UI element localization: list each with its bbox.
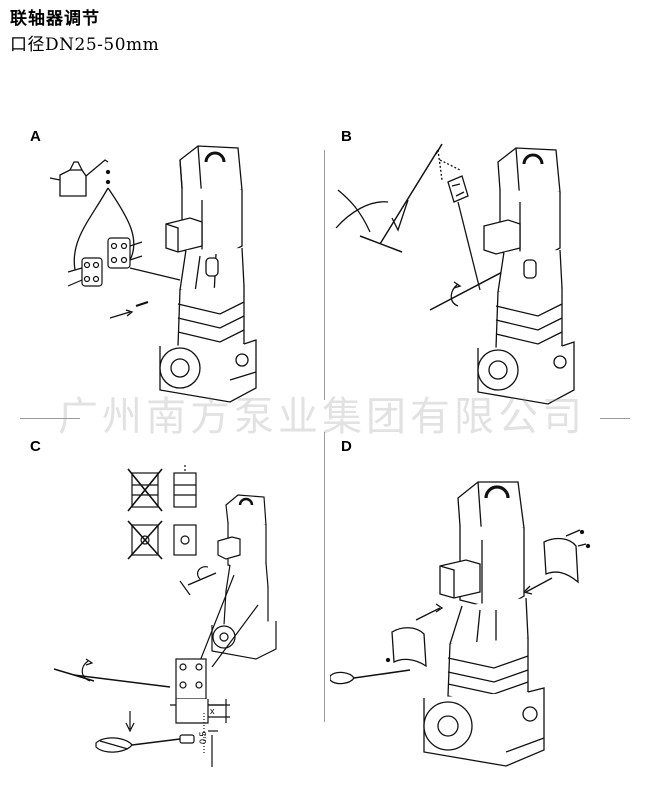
- pump-b-illustration: [477, 147, 575, 405]
- t-wrench-icon: [359, 143, 443, 253]
- pump-c-illustration: [211, 494, 277, 660]
- coupling-variant-right-2: [173, 524, 197, 556]
- coupling-half-top: [107, 237, 143, 269]
- panel-label-d: D: [341, 438, 352, 455]
- check-mark-icon: [391, 199, 409, 232]
- panel-label-a: A: [30, 128, 41, 145]
- coupling-detail: [447, 175, 469, 203]
- t-wrench-large-icon: [53, 668, 171, 688]
- watermark: 广州南方泵业集团有限公司: [58, 394, 586, 440]
- screwdriver-icon: [95, 734, 195, 753]
- divider-horizontal-right: [600, 418, 630, 419]
- panel-a-illustration: [30, 140, 320, 410]
- divider-horizontal-left: [20, 418, 80, 419]
- divider-vertical-bottom: [324, 432, 325, 722]
- dimension-x-label: x: [210, 706, 215, 716]
- coupling-closeup: [170, 658, 224, 724]
- panel-c-illustration: [40, 455, 325, 775]
- page-title: 联轴器调节: [10, 9, 100, 29]
- dimension-gap-label: 0.5: [198, 731, 208, 744]
- panel-d-illustration: [330, 470, 630, 770]
- page-subtitle: 口径DN25-50mm: [10, 35, 160, 55]
- coupling-half-bottom: [67, 257, 103, 287]
- coupling-variant-wrong-1: [127, 468, 163, 512]
- coupling-guard-right: [543, 529, 591, 584]
- divider-vertical-top: [324, 150, 325, 400]
- oil-can-icon: [49, 159, 111, 197]
- panel-label-b: B: [341, 128, 352, 145]
- coupling-variant-wrong-2: [127, 520, 163, 560]
- panel-b-illustration: [330, 140, 630, 410]
- screwdriver-d-icon: [330, 669, 411, 685]
- pump-a-illustration: [159, 145, 257, 403]
- pump-d-illustration: [423, 481, 545, 767]
- coupling-variant-right-1: [173, 465, 197, 508]
- crossed-out-tool-icon: [335, 189, 389, 233]
- coupling-guard-left: [385, 627, 427, 668]
- panel-label-c: C: [30, 438, 41, 455]
